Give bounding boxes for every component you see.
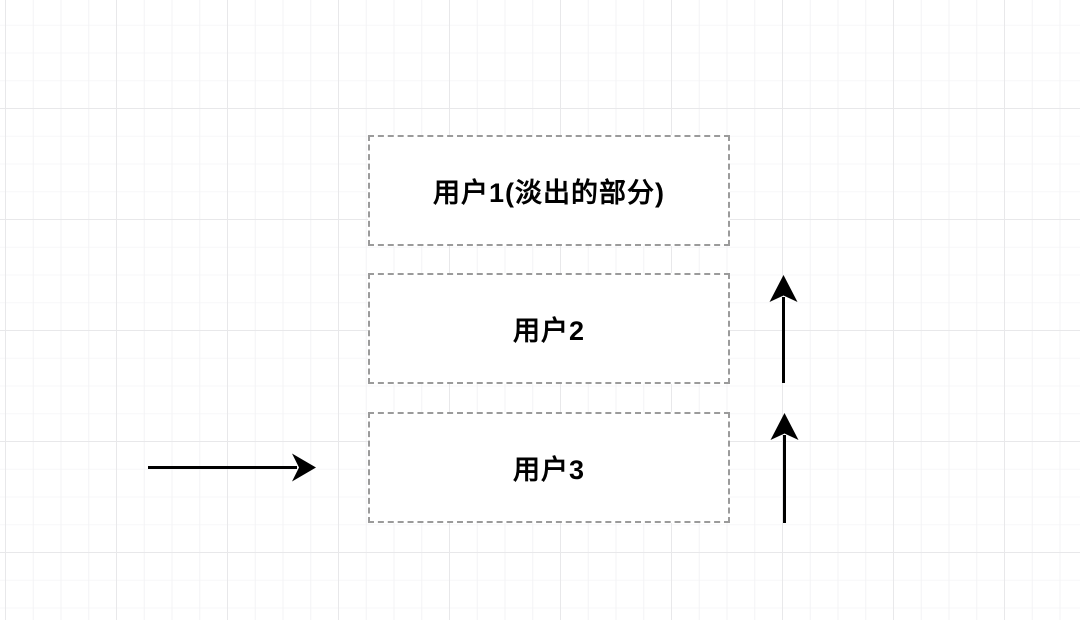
arrow-up-bottom-head: [770, 413, 799, 440]
node-user3-label: 用户3: [512, 455, 586, 485]
node-user2-label: 用户2: [512, 316, 586, 346]
node-user1[interactable]: 用户1(淡出的部分): [368, 135, 730, 246]
arrow-up-bottom[interactable]: [770, 413, 799, 523]
node-user3[interactable]: 用户3: [368, 412, 730, 523]
node-user1-label: 用户1(淡出的部分): [433, 178, 665, 208]
arrow-right-head: [292, 453, 316, 482]
arrow-up-mid[interactable]: [769, 275, 798, 383]
arrow-up-mid-head: [769, 275, 798, 302]
arrow-right[interactable]: [148, 453, 316, 482]
node-user2[interactable]: 用户2: [368, 273, 730, 384]
